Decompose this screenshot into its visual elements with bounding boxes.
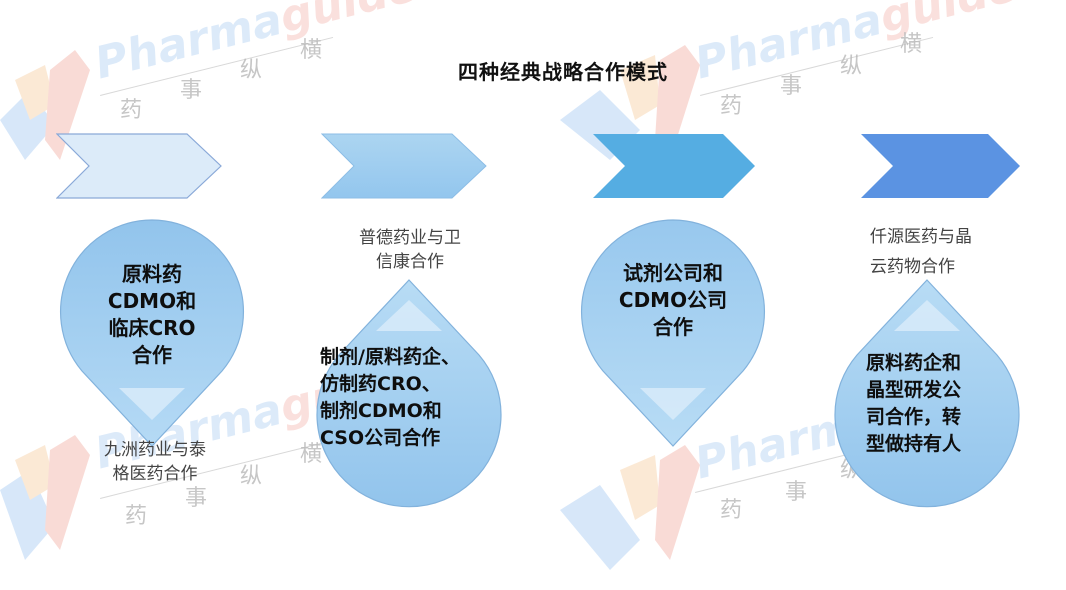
stage-3-mode-text: 试剂公司和 CDMO公司 合作 (618, 261, 728, 339)
stage-2-drop: 制剂/原料药企、 仿制药CRO、 制剂CDMO和 CSO公司合作 (314, 278, 504, 558)
teardrop-up-icon (834, 279, 1020, 508)
stage-3-drop: 试剂公司和 CDMO公司 合作 (578, 218, 768, 498)
stage-2-example-caption: 普德药业与卫 信康合作 (359, 228, 461, 272)
chevron-arrow-icon (56, 133, 222, 199)
diagram-title: 四种经典战略合作模式 (458, 60, 668, 84)
stage-4-chevron (860, 133, 1026, 199)
teardrop-down-icon (581, 219, 765, 447)
teardrop-up-icon (316, 279, 502, 508)
stage-1-example-caption: 九洲药业与泰 格医药合作 (104, 440, 206, 484)
stage-4-example-caption: 仟源医药与晶 云药物合作 (870, 227, 972, 277)
stage-4-drop: 原料药企和 晶型研发公 司合作，转 型做持有人 (832, 278, 1022, 558)
chevron-arrow-icon (593, 134, 755, 198)
teardrop-down-icon (60, 219, 244, 447)
stage-2-chevron (321, 133, 487, 199)
chevron-arrow-icon (861, 134, 1020, 198)
stage-1-chevron (56, 133, 222, 199)
stage-1-drop: 原料药 CDMO和 临床CRO 合作 (57, 218, 247, 498)
stage-1-mode-text: 原料药 CDMO和 临床CRO 合作 (107, 262, 197, 367)
stage-2-mode-text: 制剂/原料药企、 仿制药CRO、 制剂CDMO和 CSO公司合作 (320, 346, 460, 449)
stage-3-chevron (592, 133, 758, 199)
chevron-arrow-icon (321, 133, 487, 199)
stage-4-mode-text: 原料药企和 晶型研发公 司合作，转 型做持有人 (866, 352, 962, 455)
